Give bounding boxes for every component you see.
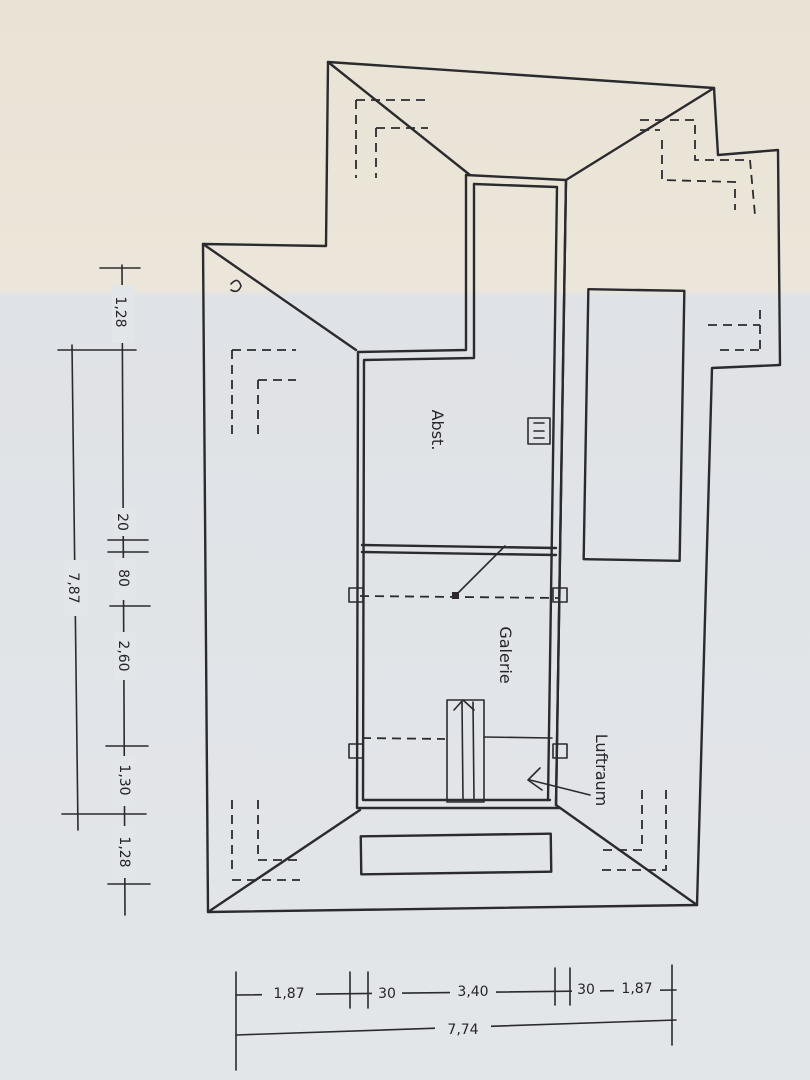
- dim-h-3: 3,40: [457, 984, 488, 1000]
- room-label-abstellraum: Abst.: [428, 410, 447, 451]
- skylights: [359, 287, 686, 876]
- dim-v-5: 1,30: [116, 764, 132, 795]
- dashed-walls-below: [231, 99, 761, 881]
- dim-v-1: 1,28: [112, 296, 128, 327]
- galerie-details: [359, 545, 591, 803]
- dim-h-2: 30: [378, 986, 396, 1002]
- dimension-chain-horizontal: 1,87 30 3,40 30 1,87 7,74: [235, 964, 677, 1071]
- dim-v-4: 2,60: [115, 640, 131, 671]
- wall-posts: [348, 587, 568, 759]
- partition-wall: [360, 543, 558, 557]
- dim-v-2: 20: [114, 513, 130, 531]
- dim-v-3: 80: [115, 569, 131, 587]
- dimension-chain-vertical: 1,28 20 80 2,60 1,30 1,28 7,87: [57, 264, 151, 916]
- dim-h-5: 1,87: [621, 981, 652, 997]
- roof-outline: [201, 60, 782, 914]
- dim-h-4: 30: [577, 982, 595, 998]
- hip-lines: [201, 60, 716, 914]
- chimney-mark: [230, 279, 242, 293]
- room-label-galerie: Galerie: [496, 626, 515, 683]
- window-symbol: [527, 417, 551, 445]
- dim-v-total: 7,87: [65, 572, 81, 603]
- room-label-luftraum: Luftraum: [592, 734, 611, 807]
- dormer-top: [355, 173, 568, 810]
- dim-v-6: 1,28: [116, 836, 132, 867]
- dim-h-total: 7,74: [447, 1022, 478, 1038]
- dim-h-1: 1,87: [273, 986, 304, 1002]
